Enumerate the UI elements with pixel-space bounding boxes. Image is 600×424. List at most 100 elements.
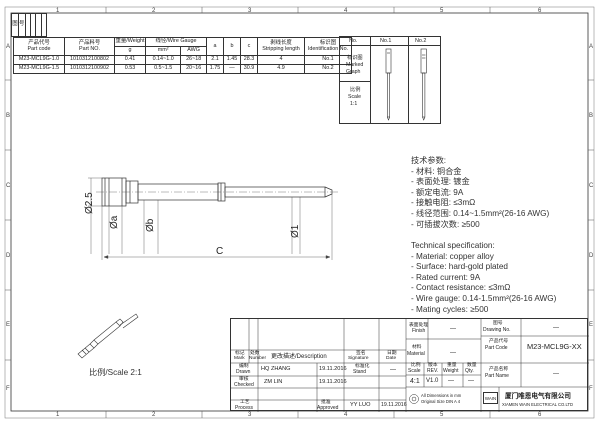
company-name-en: XIAMEN WAIN ELECTRICAL CO.LTD bbox=[502, 402, 574, 407]
company-name-cn: 厦门唯恩电气有限公司 bbox=[505, 393, 571, 400]
scale-value: 4:1 bbox=[410, 378, 420, 385]
projection-symbol-icon bbox=[409, 394, 419, 404]
drawing-number-tab: 图 号 bbox=[11, 13, 48, 37]
header-awg: AWG bbox=[180, 46, 207, 56]
cell-b: — bbox=[223, 64, 241, 74]
process-label: Process bbox=[235, 405, 254, 411]
spec-en-item: - Rated current: 9A bbox=[411, 272, 481, 282]
row-letter: D bbox=[6, 253, 11, 259]
drawing-no-value: — bbox=[553, 325, 559, 331]
marked-scale-label: Scale bbox=[348, 94, 361, 100]
cell-awg: 20~16 bbox=[180, 64, 207, 74]
header-a: a bbox=[206, 37, 224, 56]
cell-part-no: 1010312100902 bbox=[64, 64, 115, 74]
drawn-label: 编制 bbox=[239, 364, 249, 369]
approved-label: Approved bbox=[317, 405, 339, 411]
drawing-no-label: 图号 bbox=[493, 321, 503, 326]
zone-number: 1 bbox=[56, 7, 60, 14]
scale-label: Scale bbox=[408, 368, 421, 374]
row-letter: B bbox=[6, 113, 11, 119]
zone-number: 1 bbox=[56, 412, 60, 418]
row-letter: A bbox=[6, 44, 11, 50]
spec-en-block: Technical specification: - Material: cop… bbox=[411, 241, 556, 315]
rev-number-label: Number bbox=[249, 356, 267, 361]
spec-cn-item: - 额定电流: 9A bbox=[411, 187, 464, 197]
spec-cn-item: - 接触电阻: ≤3mΩ bbox=[411, 198, 476, 208]
spec-en-item: - Surface: hard-gold plated bbox=[411, 262, 508, 272]
table-row: M23-MCL9G-1.5 1010312100902 0.53 0.5~1.5… bbox=[13, 64, 352, 74]
table-row: M23-MCL9G-1.0 1010312100802 0.41 0.14~1.… bbox=[13, 55, 352, 65]
cell-mm2: 0.14~1.0 bbox=[144, 55, 182, 65]
spec-cn-item: - 材料: 铜合金 bbox=[411, 166, 462, 176]
rev-signature-label: Signature bbox=[348, 356, 369, 361]
dim-note: All Dimensions in mm bbox=[421, 393, 462, 398]
cell-awg: 26~18 bbox=[180, 55, 207, 65]
marked-col-no1: No.1 bbox=[380, 38, 392, 44]
dim-c: C bbox=[216, 246, 224, 257]
header-mm2: mm² bbox=[144, 46, 182, 56]
stand-label: 标准化 bbox=[355, 364, 370, 369]
weight-label: Weight bbox=[443, 368, 459, 374]
header-c: c bbox=[240, 37, 258, 56]
part-code-label: Part Code bbox=[485, 345, 508, 351]
row-letter: B bbox=[589, 113, 594, 119]
drawn-name: HQ ZHANG bbox=[261, 366, 291, 372]
scale-note: 比例/Scale 2:1 bbox=[89, 368, 142, 377]
spec-cn-item: - 可插拔次数: ≥500 bbox=[411, 219, 480, 229]
marked-scale-label: 比例 bbox=[350, 87, 361, 93]
zone-number: 5 bbox=[440, 7, 444, 14]
checked-name: ZM LIN bbox=[264, 379, 283, 385]
header-wire-gauge: 线径/Wire Gauge bbox=[145, 37, 207, 47]
header-weight-unit: g bbox=[114, 46, 146, 56]
checked-label: Checked bbox=[234, 382, 254, 388]
pin-side-view bbox=[88, 177, 340, 260]
zone-number: 3 bbox=[248, 412, 252, 418]
rev-signature-label: 签名 bbox=[356, 351, 366, 356]
spec-en-item: - Wire gauge: 0.14-1.5mm²(26-16 AWG) bbox=[411, 293, 557, 303]
zone-number: 4 bbox=[344, 7, 348, 14]
rev-date-label: Date bbox=[386, 356, 397, 361]
rev-mark-label: Mark bbox=[234, 356, 245, 361]
zone-number: 2 bbox=[152, 7, 156, 14]
scale-label: 比例 bbox=[411, 363, 421, 368]
cell-strip: 4.9 bbox=[257, 64, 305, 74]
rev-mark-label: 标记 bbox=[235, 351, 245, 356]
marked-col-no2: No.2 bbox=[415, 38, 427, 44]
part-name-value: — bbox=[553, 371, 559, 377]
dim-d25: Ø2.5 bbox=[84, 192, 95, 214]
rev-label: REV. bbox=[427, 368, 439, 374]
approved-name: YY LUO bbox=[350, 402, 371, 408]
dim-d1: Ø1 bbox=[290, 224, 301, 238]
approved-date: 19.11.2016 bbox=[381, 402, 407, 408]
zone-number: 5 bbox=[440, 412, 444, 418]
spec-cn-item: - 线径范围: 0.14~1.5mm²(26-16 AWG) bbox=[411, 208, 550, 218]
qty-value: — bbox=[468, 378, 474, 384]
pin-isometric-view bbox=[77, 313, 139, 359]
spec-en-item: - Contact resistance: ≤3mΩ bbox=[411, 283, 511, 293]
zone-number: 4 bbox=[344, 412, 348, 418]
weight-label: 重量 bbox=[447, 363, 457, 368]
header-b: b bbox=[223, 37, 241, 56]
cell-b: 1.45 bbox=[223, 55, 241, 65]
dim-note: Original Size DIN A 4 bbox=[421, 399, 461, 404]
cell-ident: No.2 bbox=[304, 64, 352, 74]
spec-cn-title: 技术参数: bbox=[411, 156, 447, 165]
drawn-date: 19.11.2016 bbox=[319, 366, 347, 372]
marked-pin-sketches bbox=[385, 48, 427, 121]
rev-label: 版本 bbox=[428, 363, 438, 368]
cell-strip: 4 bbox=[257, 55, 305, 65]
cell-weight: 0.41 bbox=[114, 55, 146, 65]
finish-label: 表面处理 bbox=[409, 323, 429, 328]
dim-db: Øb bbox=[145, 218, 156, 232]
spec-cn-item: - 表面处理: 镀金 bbox=[411, 177, 470, 187]
marked-graph-label: Graph bbox=[346, 69, 361, 75]
zone-number: 2 bbox=[152, 412, 156, 418]
material-value: — bbox=[450, 350, 456, 356]
drawing-no-label: Drawing No. bbox=[483, 327, 511, 333]
rev-number-label: 处数 bbox=[250, 351, 260, 356]
part-name-label: 产品名称 bbox=[489, 367, 509, 372]
cell-c: 28.3 bbox=[240, 55, 258, 65]
